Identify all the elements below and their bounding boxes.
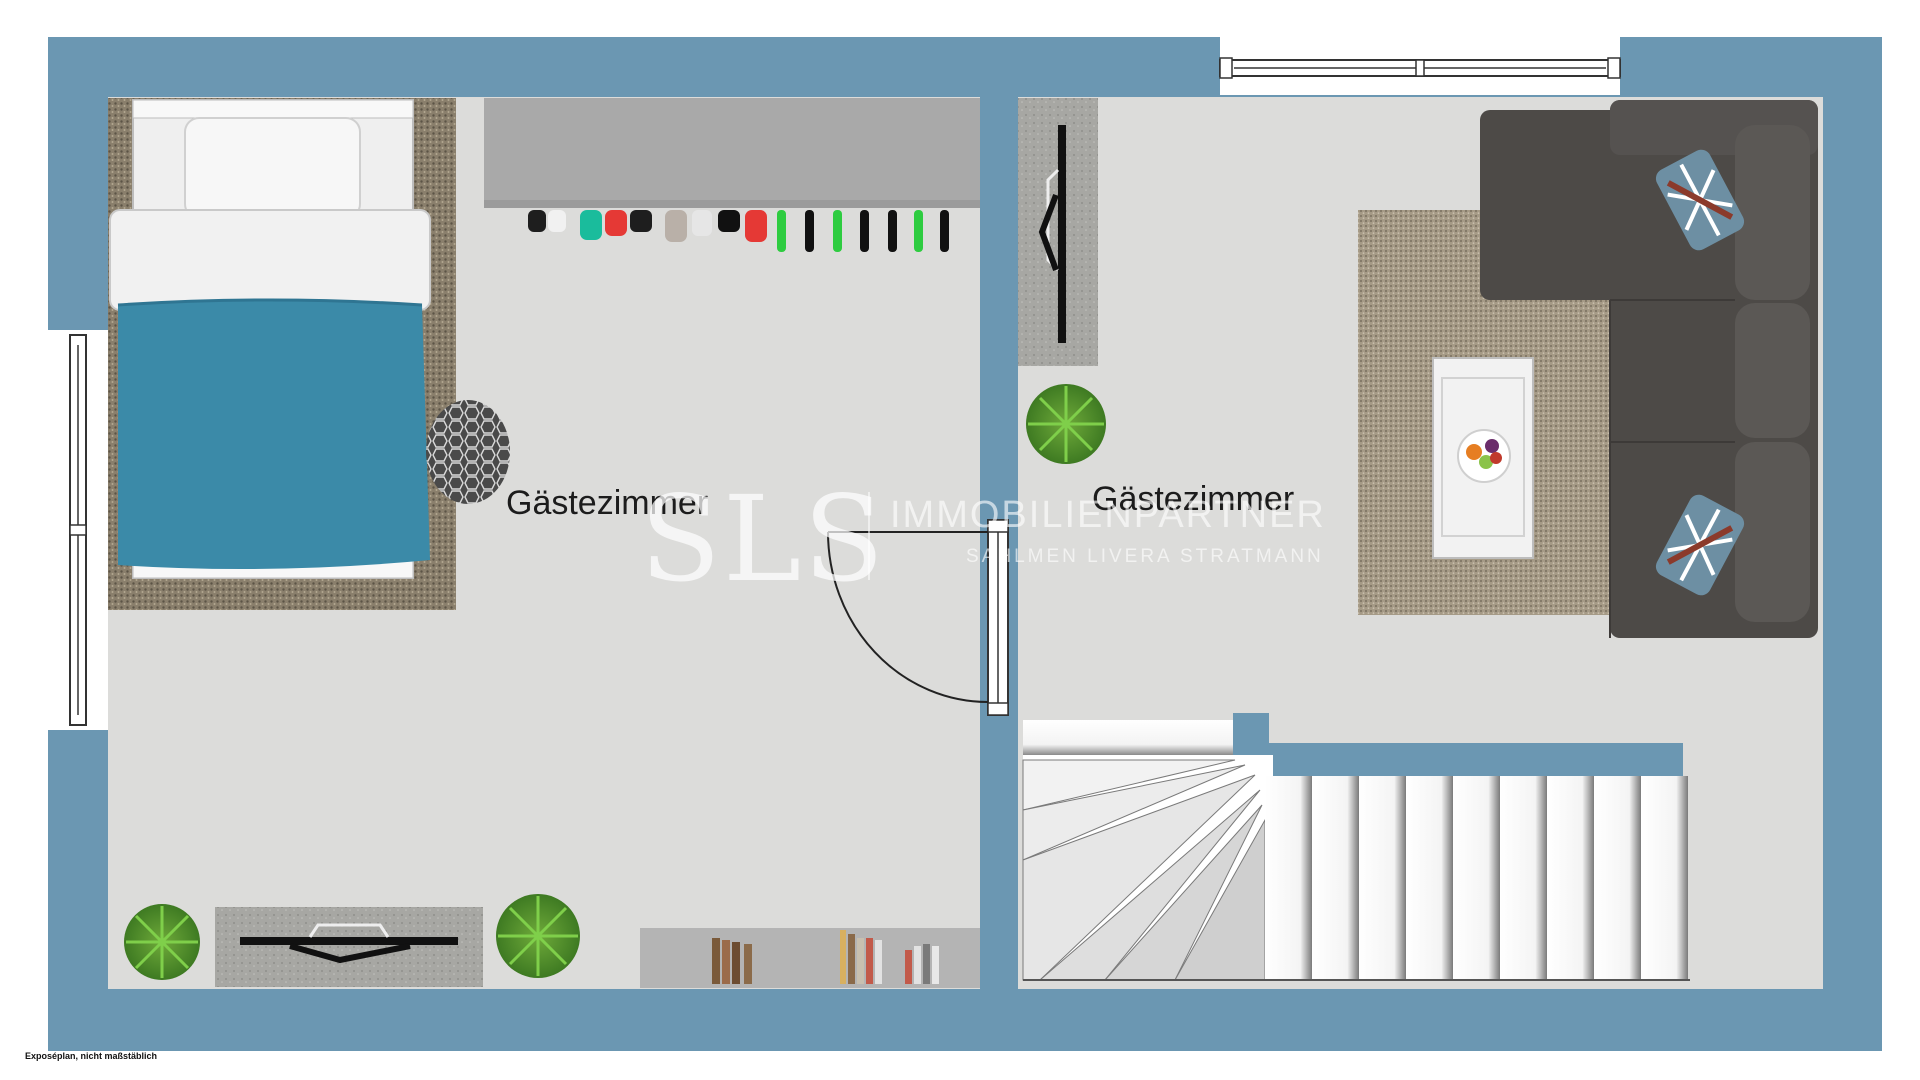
plan-disclaimer: Exposéplan, nicht maßstäblich <box>25 1051 158 1061</box>
room-label-guest-room-left: Gästezimmer <box>506 484 709 522</box>
staircase-icon <box>1022 713 1690 981</box>
watermark-company-owners: SAHLMEN LIVERA STRATMANN <box>966 546 1324 567</box>
room-label-guest-room-right: Gästezimmer <box>1092 480 1295 518</box>
plant-icon <box>496 894 580 978</box>
plant-icon <box>124 904 200 980</box>
plant-icon <box>1026 384 1106 464</box>
watermark-logo: SLS <box>640 470 887 608</box>
watermark-divider <box>868 492 870 580</box>
tv-icon <box>1018 98 1098 366</box>
pouf-icon <box>426 400 510 504</box>
wardrobe-icon <box>484 98 980 252</box>
coffee-table-icon <box>1432 357 1534 559</box>
window-icon <box>48 330 108 730</box>
window-icon <box>1219 37 1621 95</box>
sofa-icon <box>1480 100 1818 638</box>
door-icon <box>827 519 1009 716</box>
bookshelf-icon <box>640 928 980 988</box>
tv-icon <box>215 907 483 987</box>
bed-icon <box>109 99 431 579</box>
watermark-company-name: IMMOBILIENPARTNER <box>890 494 1326 536</box>
